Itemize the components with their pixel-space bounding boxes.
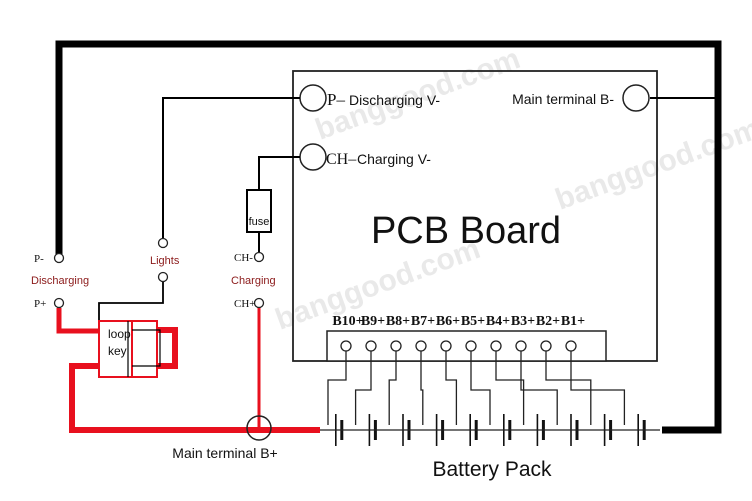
cell-tap-wires: [327, 351, 626, 425]
p-plus-label: P+: [34, 298, 46, 310]
main-b-minus-label: Main terminal B-: [512, 91, 614, 107]
p-minus-to-b-minus-wire: [55, 40, 722, 434]
watermarks: banggood.com banggood.com banggood.com: [271, 42, 752, 337]
cell-tap-wire: [445, 351, 458, 425]
lights-terminal-top: [157, 237, 169, 249]
cell-tap-pin: [340, 340, 352, 352]
lights-lower-wire: [98, 282, 164, 325]
main-b-plus-label: Main terminal B+: [172, 445, 277, 461]
battery-pack-label: Battery Pack: [432, 458, 552, 481]
ch-plus-terminal: [253, 297, 265, 309]
cell-tap-pin: [490, 340, 502, 352]
discharging-v-label: Discharging V-: [349, 92, 440, 108]
charging-label: Charging: [231, 275, 276, 287]
lights-label: Lights: [150, 255, 180, 267]
ch-minus-glyph: CH–: [326, 151, 357, 168]
charging-wire-top: [258, 156, 300, 190]
cell-tap-wire: [520, 351, 558, 425]
loop-key-to-b-plus-wire: [69, 363, 320, 433]
cell-tap-label: B9+: [361, 314, 385, 329]
p-minus-glyph: P–: [327, 90, 345, 109]
p-minus-terminal: [53, 252, 65, 264]
p-plus-terminal: [53, 297, 65, 309]
lights-wire: [162, 97, 300, 238]
cell-tap-pin: [565, 340, 577, 352]
watermark-2: banggood.com: [551, 112, 752, 217]
cell-tap-wire: [388, 351, 397, 425]
ch-minus-terminal: [253, 251, 265, 263]
cell-tap-wire: [354, 351, 372, 425]
cell-tap-pin: [440, 340, 452, 352]
p-plus-red-wire: [56, 308, 99, 334]
cell-tap-label: B5+: [461, 314, 485, 329]
cell-tap-wire: [327, 351, 347, 425]
cell-tap-label: B2+: [536, 314, 560, 329]
lights-terminal-bottom: [157, 271, 169, 283]
ch-plus-label: CH+: [234, 298, 255, 310]
fuse-box: [246, 189, 272, 233]
loop-key-label-line2: key: [108, 344, 127, 358]
p-minus-label: P-: [34, 253, 44, 265]
cell-tap-wire: [570, 351, 626, 425]
loop-key-label-line1: loop: [108, 327, 131, 341]
discharging-label: Discharging: [31, 275, 89, 287]
cell-tap-wire: [545, 351, 592, 425]
cell-tap-label: B8+: [386, 314, 410, 329]
main-b-minus-terminal: [622, 84, 650, 112]
cell-tap-pin: [365, 340, 377, 352]
main-b-plus-terminal: [246, 415, 272, 441]
pcb-board-title: PCB Board: [371, 210, 561, 252]
cell-tap-pin: [515, 340, 527, 352]
cell-tap-label: B10+: [332, 314, 363, 329]
cell-tap-wire: [495, 351, 525, 425]
cell-tap-label: B3+: [511, 314, 535, 329]
cell-tap-wire: [420, 351, 424, 425]
loop-key: loop key: [98, 320, 178, 378]
cell-tap-pin: [390, 340, 402, 352]
cell-tap-label: B7+: [411, 314, 435, 329]
cell-tap-label: B1+: [561, 314, 585, 329]
fuse-label: fuse: [249, 216, 270, 228]
charging-v-label: Charging V-: [357, 151, 431, 167]
cell-tap-wire: [470, 351, 491, 425]
cell-tap-label: B6+: [436, 314, 460, 329]
charging-terminal: [299, 143, 327, 171]
cell-tap-pin: [415, 340, 427, 352]
ch-minus-label: CH-: [234, 252, 253, 264]
cell-tap-label: B4+: [486, 314, 510, 329]
cell-tap-labels: B10+B9+B8+B7+B6+B5+B4+B3+B2+B1+: [332, 314, 585, 329]
cell-tap-pin: [465, 340, 477, 352]
cell-tap-pin: [540, 340, 552, 352]
discharging-terminal: [299, 84, 327, 112]
